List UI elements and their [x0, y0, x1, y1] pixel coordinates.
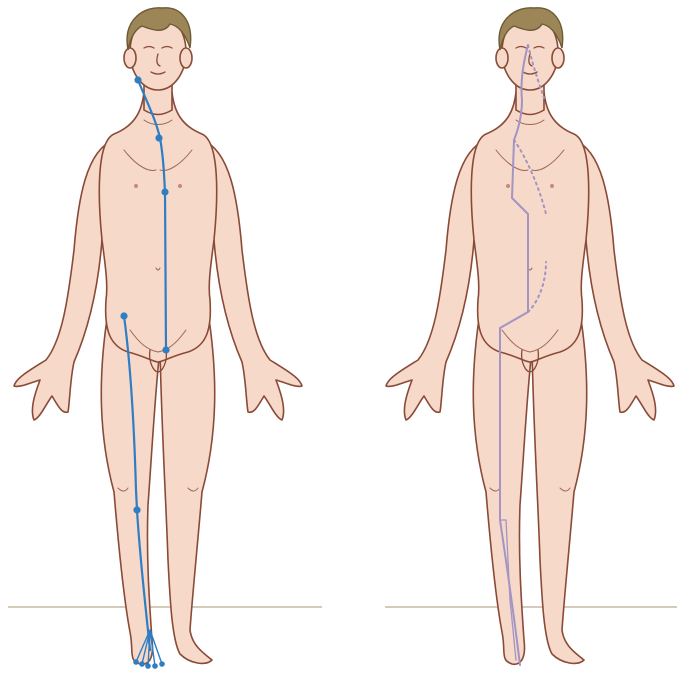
figure-left: [14, 8, 302, 664]
acupoint: [134, 76, 141, 83]
acupoint: [145, 663, 151, 669]
acupoint: [120, 312, 127, 319]
figure-right: [386, 8, 674, 664]
acupoint: [152, 663, 158, 669]
acupoint: [155, 134, 162, 141]
body-outline-left: [14, 8, 302, 664]
acupoint: [133, 659, 139, 665]
acupoint: [159, 661, 165, 667]
acupoint: [139, 661, 145, 667]
acupoint: [161, 188, 168, 195]
body-outline-right: [386, 8, 674, 664]
acupoint: [133, 506, 140, 513]
acupoint: [162, 346, 169, 353]
